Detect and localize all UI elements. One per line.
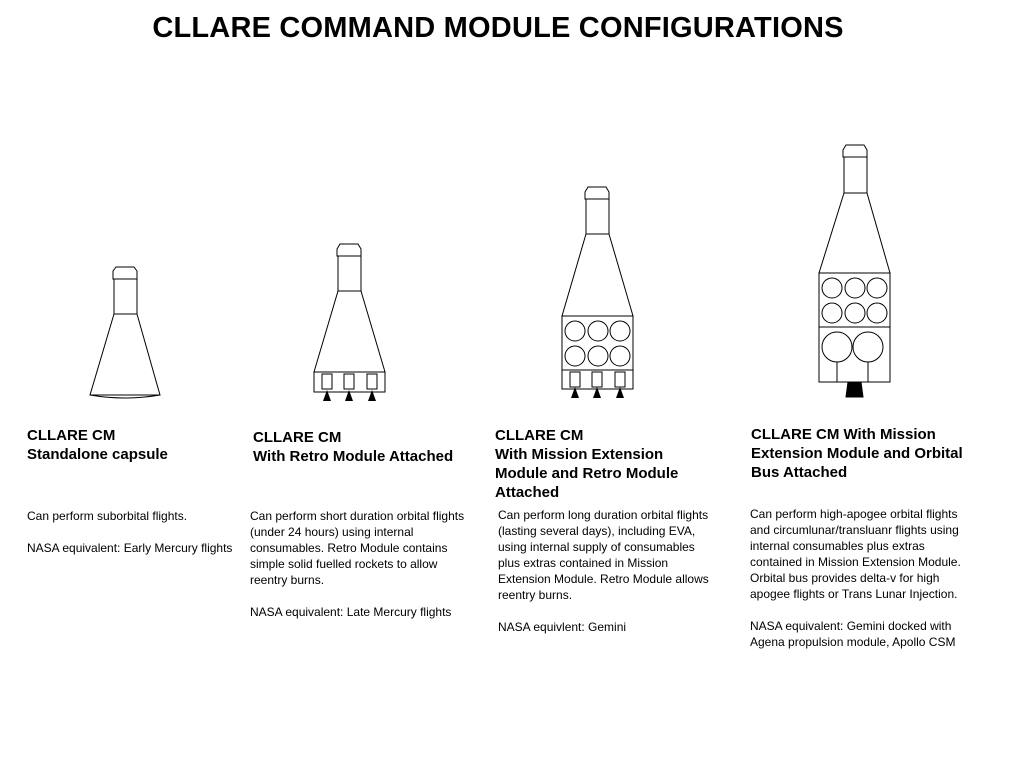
config-2-heading: CLLARE CM With Retro Module Attached — [253, 428, 453, 466]
config-4-nasa-equivalent: NASA equivalent: Gemini docked with Agen… — [750, 619, 956, 649]
config-1-heading-line: Standalone capsule — [27, 446, 168, 463]
config-2-nasa-equivalent: NASA equivalent: Late Mercury flights — [250, 605, 452, 619]
config-1-capability: Can perform suborbital flights. — [27, 509, 188, 523]
capsule-standalone-drawing — [89, 266, 161, 399]
capsule-extension-bus-drawing — [818, 144, 891, 398]
config-3-description: Can perform long duration orbital flight… — [498, 507, 720, 651]
config-1-heading: CLLARE CM Standalone capsule — [27, 426, 168, 464]
config-2-heading-line: CLLARE CM — [253, 429, 342, 446]
config-4-heading-line: Extension Module and Orbital — [751, 445, 963, 462]
config-3-heading-line: Module and Retro Module — [495, 465, 679, 482]
config-2-heading-line: With Retro Module Attached — [253, 448, 454, 465]
config-2-capability: Can perform short duration orbital fligh… — [250, 509, 465, 587]
config-4-heading-line: CLLARE CM With Mission — [751, 426, 936, 443]
config-4-description: Can perform high-apogee orbital flights … — [750, 506, 980, 666]
config-3-heading-line: CLLARE CM — [495, 427, 584, 444]
config-3-heading-line: With Mission Extension — [495, 446, 664, 463]
config-3-nasa-equivalent: NASA equivlent: Gemini — [498, 620, 627, 634]
config-4-capability: Can perform high-apogee orbital flights … — [750, 507, 961, 601]
config-3-heading: CLLARE CM With Mission Extension Module … — [495, 426, 678, 502]
config-1-description: Can perform suborbital flights. NASA equ… — [27, 508, 237, 572]
capsule-extension-retro-drawing — [561, 186, 634, 398]
config-1-nasa-equivalent: NASA equivalent: Early Mercury flights — [27, 541, 233, 555]
spacecraft-diagrams — [89, 144, 891, 401]
capsule-retro-drawing — [313, 243, 386, 401]
config-4-heading-line: Bus Attached — [751, 464, 848, 481]
config-3-capability: Can perform long duration orbital flight… — [498, 508, 709, 602]
page-title: CLLARE COMMAND MODULE CONFIGURATIONS — [152, 12, 844, 44]
config-2-description: Can perform short duration orbital fligh… — [250, 508, 472, 636]
config-4-heading: CLLARE CM With Mission Extension Module … — [751, 425, 963, 482]
config-3-heading-line: Attached — [495, 484, 560, 501]
config-1-heading-line: CLLARE CM — [27, 427, 116, 444]
